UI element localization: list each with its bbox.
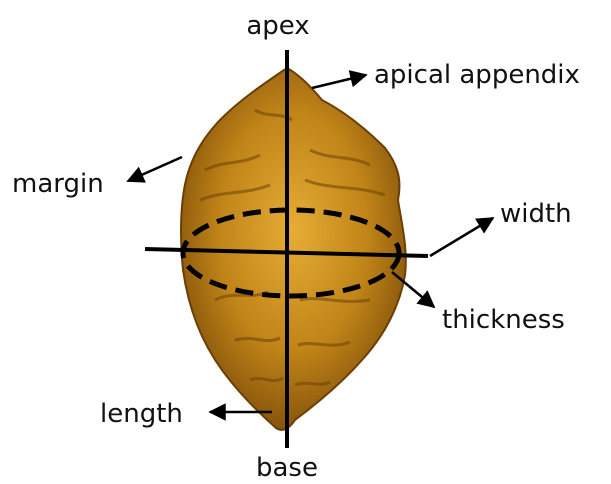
margin-arrow: [128, 157, 182, 181]
label-width: width: [500, 199, 572, 229]
label-base: base: [256, 453, 318, 483]
apical-appendix-arrow: [312, 75, 366, 88]
label-apical-appendix: apical appendix: [374, 60, 580, 90]
label-apex: apex: [246, 11, 309, 41]
label-margin: margin: [12, 169, 104, 199]
label-thickness: thickness: [442, 305, 565, 335]
label-length: length: [100, 399, 183, 429]
width-arrow: [430, 218, 493, 256]
